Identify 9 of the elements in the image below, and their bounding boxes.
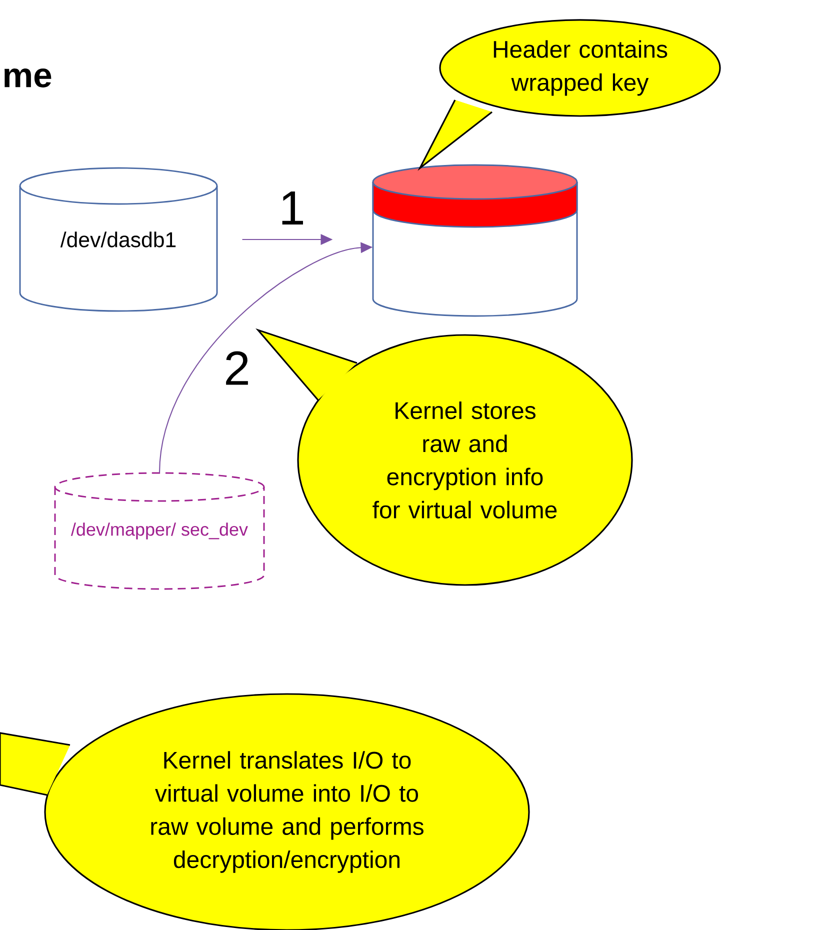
heading: me	[4, 68, 52, 88]
step-number: 2	[226, 351, 248, 385]
speech-bubble: Header contains wrapped key	[418, 19, 721, 171]
cylinder: /dev/dasdb1	[19, 167, 218, 312]
cylinder: /dev/mapper/ sec_dev	[54, 472, 265, 590]
speech-bubble: Kernel translates I/O to virtual volume into I/O to raw volume and performs decryption/encryption	[0, 693, 530, 930]
speech-bubble: Kernel stores raw and encryption info for virtual volume	[256, 328, 633, 586]
header-cylinder	[372, 164, 578, 317]
step-number: 1	[282, 191, 303, 224]
